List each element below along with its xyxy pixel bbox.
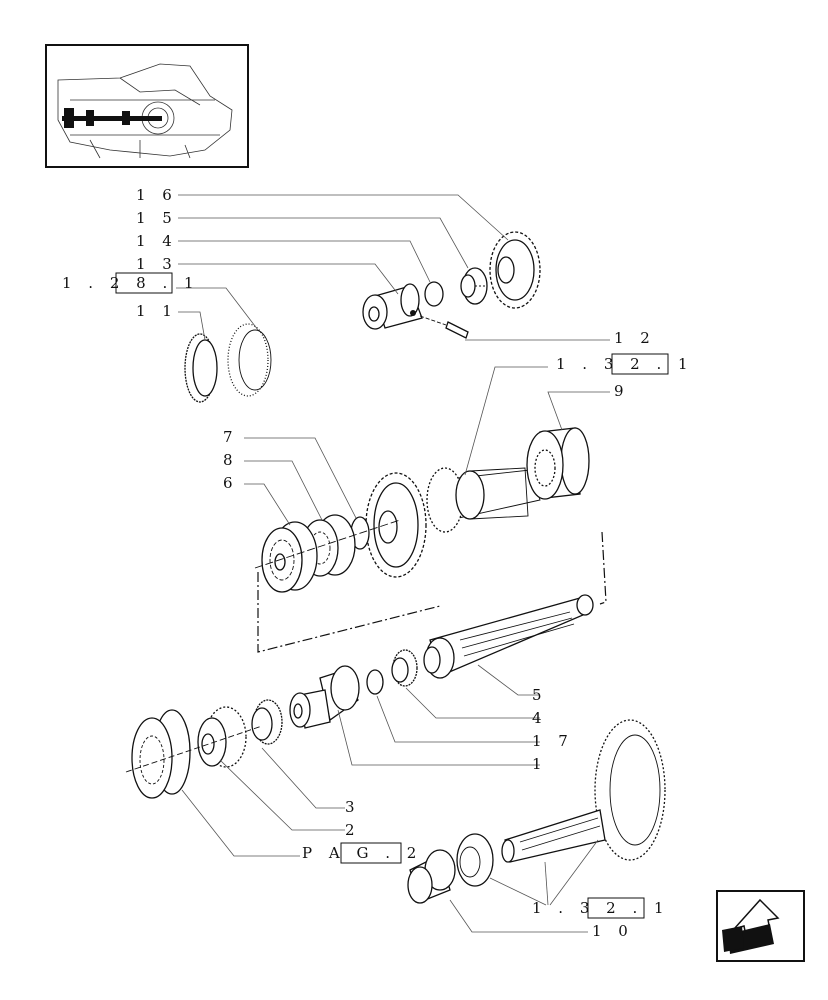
needle-bearing-part-3[interactable] — [251, 699, 283, 745]
label-part-5: 5 — [532, 686, 548, 704]
pin-part-12[interactable] — [419, 315, 469, 339]
ring-part-17[interactable] — [366, 669, 384, 695]
label-part-12: 1 2 — [614, 329, 656, 347]
ref-box-1-32-1-bottom — [587, 897, 645, 919]
bevel-pinion-shaft-ref-1-32-1[interactable] — [501, 719, 666, 863]
sleeve-part-13[interactable] — [362, 283, 423, 330]
ref-box-1-32-1-top — [611, 353, 669, 375]
label-part-15: 1 5 — [136, 209, 178, 227]
label-part-3: 3 — [345, 798, 361, 816]
label-part-16: 1 6 — [136, 186, 178, 204]
needle-bearing-part-4[interactable] — [391, 649, 418, 687]
leader-lines — [176, 194, 610, 933]
label-part-1: 1 — [532, 755, 548, 773]
ref-box-pag-2 — [340, 842, 402, 864]
cone-ring-ref-1-28-1[interactable] — [227, 323, 272, 397]
label-part-9: 9 — [614, 382, 630, 400]
label-part-6: 6 — [223, 474, 239, 492]
label-part-4: 4 — [532, 709, 548, 727]
ref-box-1-28-1 — [115, 272, 173, 294]
bearing-part-6[interactable] — [261, 521, 318, 593]
label-part-7: 7 — [223, 428, 239, 446]
ref-label-1-28-1[interactable]: 1 . 2 8 . 1 — [62, 274, 200, 292]
arrow-back-icon[interactable] — [716, 890, 805, 962]
main-shaft-part-5[interactable] — [423, 594, 594, 679]
needle-bearing-part-15[interactable] — [460, 267, 488, 305]
label-part-11: 1 1 — [136, 302, 178, 320]
bearing-ref-pag-2[interactable] — [131, 709, 191, 799]
snap-ring-part-14[interactable] — [424, 281, 444, 307]
ref-label-1-32-1-top[interactable]: 1 . 3 2 . 1 — [556, 355, 694, 373]
gear-part-2[interactable] — [197, 706, 247, 768]
label-part-14: 1 4 — [136, 232, 178, 250]
synchro-ring-part-11[interactable] — [184, 333, 218, 403]
bearing-part-10[interactable] — [407, 833, 494, 904]
overview-thumbnail[interactable] — [45, 44, 249, 168]
assembly-connection-line — [257, 531, 607, 653]
gear-part-16[interactable] — [489, 231, 541, 309]
label-part-8: 8 — [223, 451, 239, 469]
ref-label-1-32-1-bottom[interactable]: 1 . 3 2 . 1 — [532, 899, 670, 917]
label-part-2: 2 — [345, 821, 361, 839]
label-part-17: 1 7 — [532, 732, 574, 750]
bearing-part-9[interactable] — [526, 427, 590, 500]
countershaft-gear-ref-1-32-1[interactable] — [365, 467, 541, 578]
hub-part-1[interactable] — [289, 665, 360, 729]
ref-label-pag-2[interactable]: P A G . 2 — [302, 844, 422, 862]
label-part-10: 1 0 — [592, 922, 634, 940]
label-part-13: 1 3 — [136, 255, 178, 273]
